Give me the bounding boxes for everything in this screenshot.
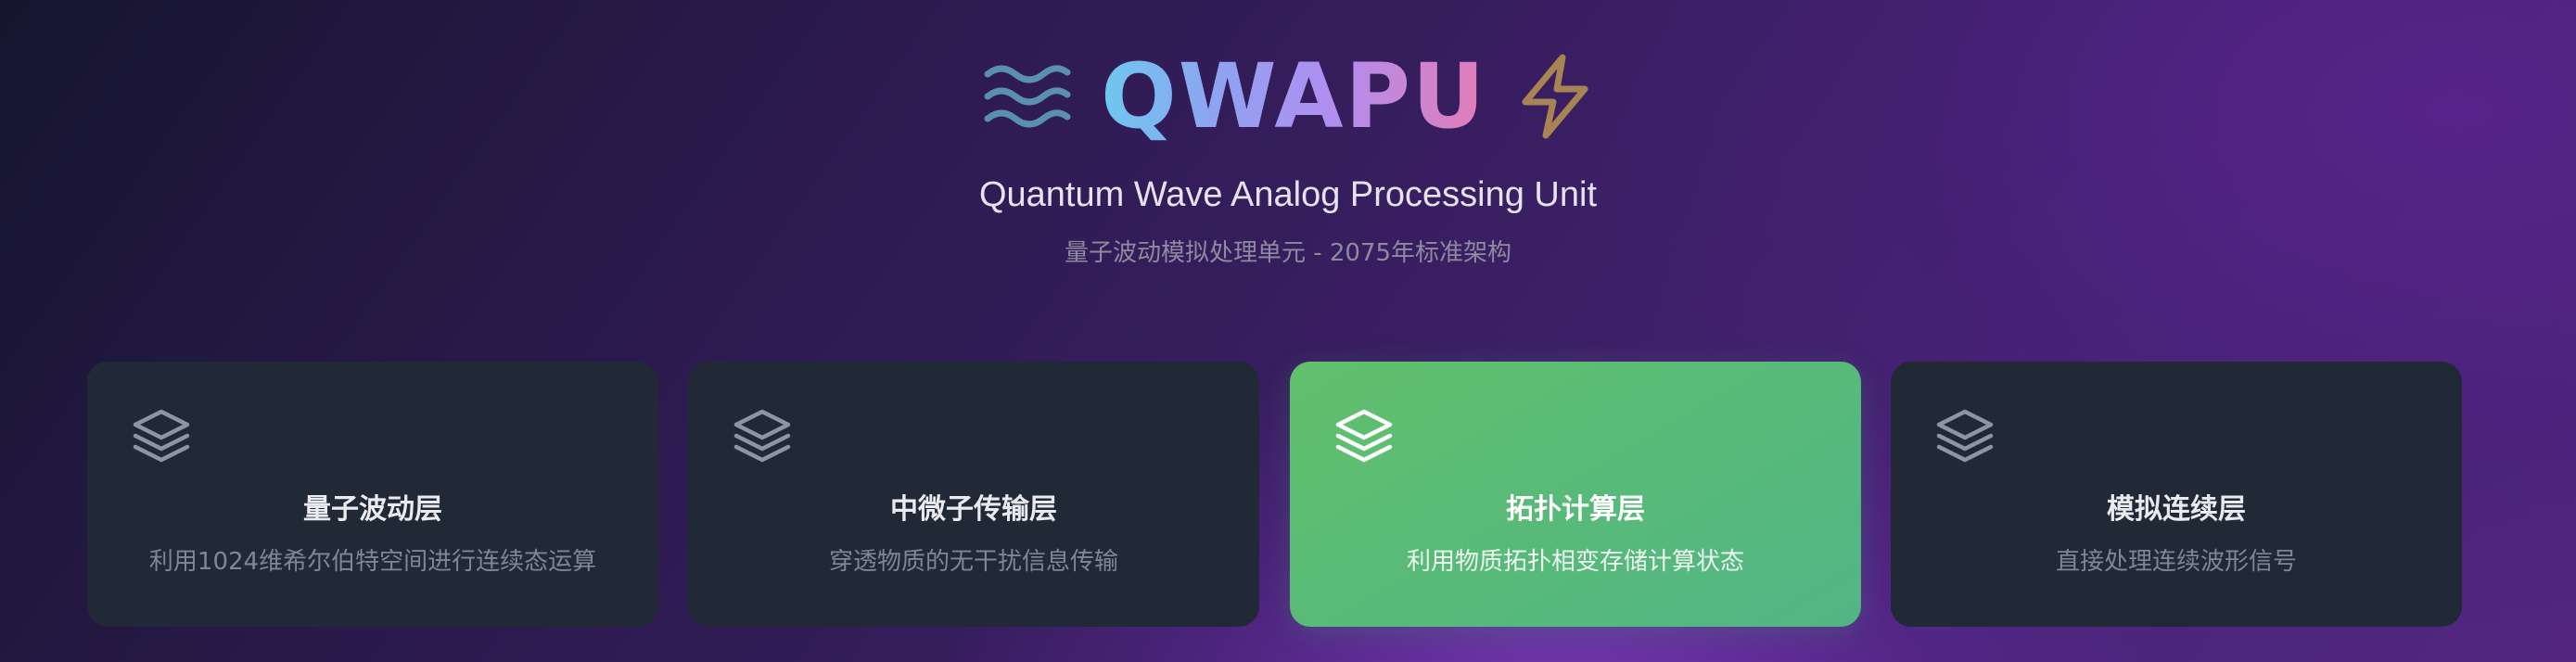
card-title: 拓扑计算层 — [1506, 493, 1645, 526]
card-description: 穿透物质的无干扰信息传输 — [828, 548, 1118, 576]
card-description: 利用1024维希尔伯特空间进行连续态运算 — [148, 548, 597, 576]
layer-card-topological-computing[interactable]: 拓扑计算层 利用物质拓扑相变存储计算状态 — [1290, 362, 1861, 627]
lightning-bolt-icon — [1516, 52, 1594, 141]
hero-header: QWAPU Quantum Wave Analog Processing Uni… — [0, 0, 2576, 306]
layer-cards: 量子波动层 利用1024维希尔伯特空间进行连续态运算 中微子传输层 穿透物质的无… — [87, 362, 2462, 627]
layers-icon — [1935, 406, 1995, 465]
title-row: QWAPU — [0, 45, 2576, 148]
card-title: 量子波动层 — [303, 493, 442, 526]
layers-icon — [733, 406, 792, 465]
subtitle: Quantum Wave Analog Processing Unit — [978, 175, 1598, 214]
layer-card-neutrino-transport[interactable]: 中微子传输层 穿透物质的无干扰信息传输 — [688, 362, 1259, 627]
layers-icon — [132, 406, 191, 465]
layer-card-quantum-wave[interactable]: 量子波动层 利用1024维希尔伯特空间进行连续态运算 — [87, 362, 658, 627]
app-title: QWAPU — [1101, 45, 1486, 148]
card-description: 直接处理连续波形信号 — [2055, 548, 2297, 576]
card-description: 利用物质拓扑相变存储计算状态 — [1406, 548, 1744, 576]
subtitle-chinese: 量子波动模拟处理单元 - 2075年标准架构 — [1064, 239, 1512, 267]
waves-icon — [982, 63, 1071, 130]
layers-icon — [1334, 406, 1394, 465]
card-title: 模拟连续层 — [2107, 493, 2246, 526]
layer-card-analog-continuous[interactable]: 模拟连续层 直接处理连续波形信号 — [1891, 362, 2462, 627]
card-title: 中微子传输层 — [890, 493, 1057, 526]
